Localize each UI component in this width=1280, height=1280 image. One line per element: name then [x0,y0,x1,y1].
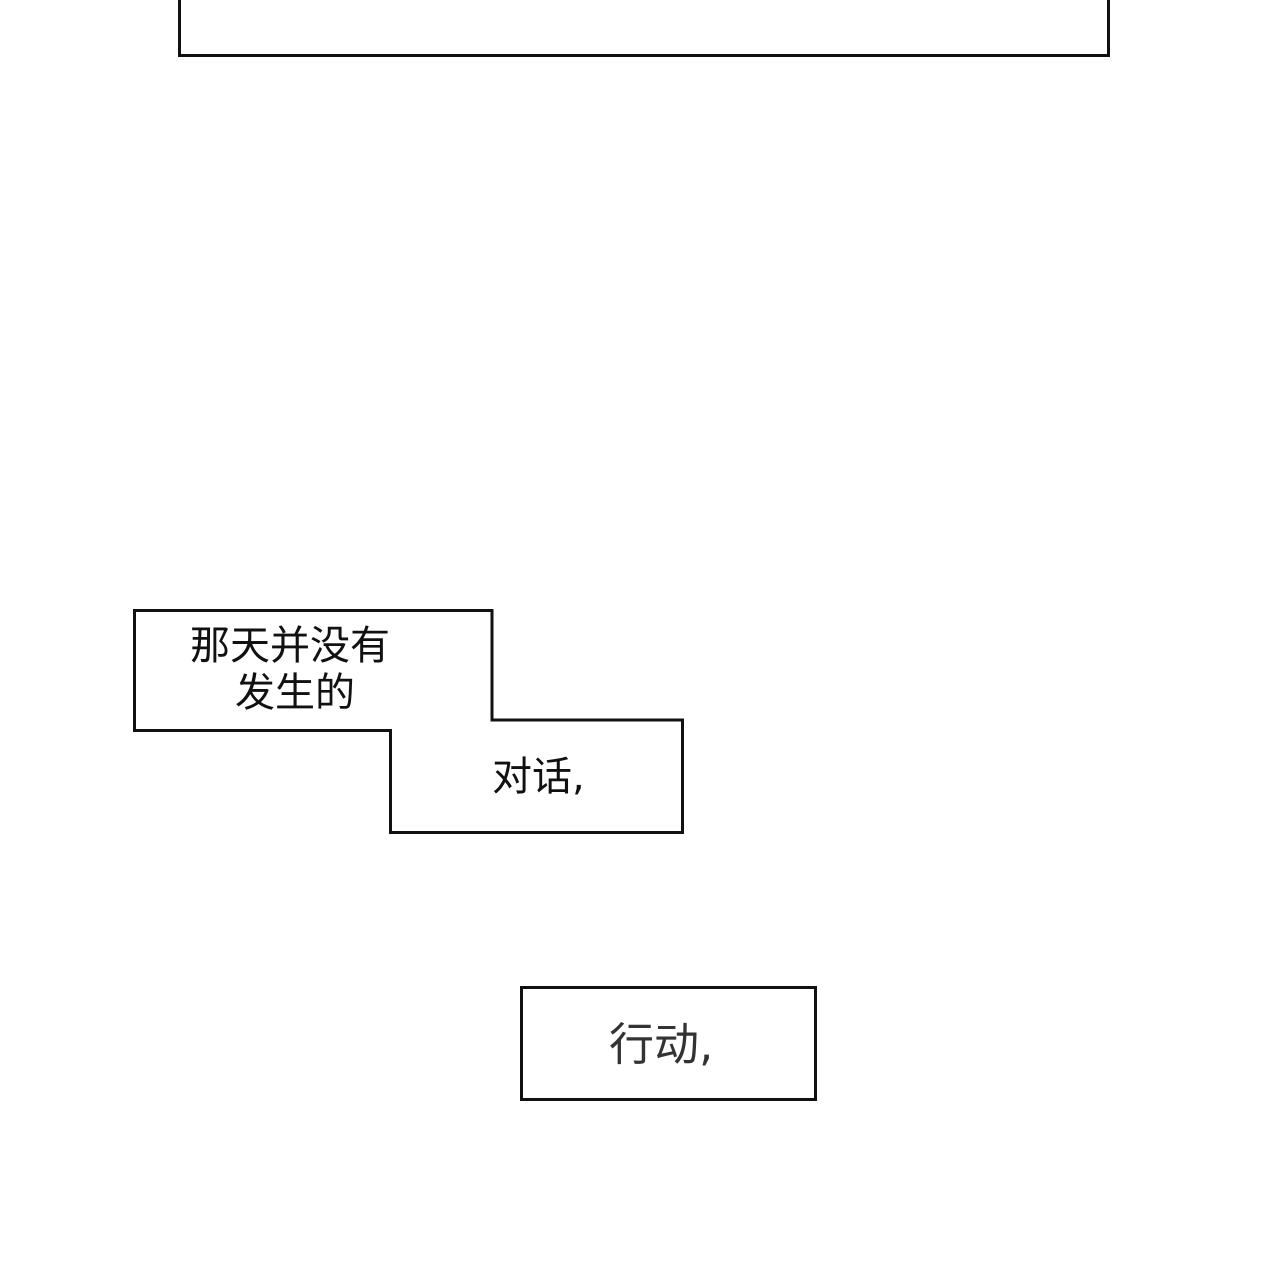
action-caption-box: 行动, [520,986,817,1101]
caption-line-3: 对话, [492,754,585,800]
caption-line-1: 那天并没有 [190,623,390,669]
top-panel-border [178,0,1110,57]
caption-line-2: 发生的 [235,670,355,716]
connected-caption-box: 那天并没有 发生的 对话, [133,609,685,834]
connected-caption-outline [133,609,684,834]
connected-caption-shape [133,609,684,834]
action-caption-text: 行动, [609,1018,714,1071]
